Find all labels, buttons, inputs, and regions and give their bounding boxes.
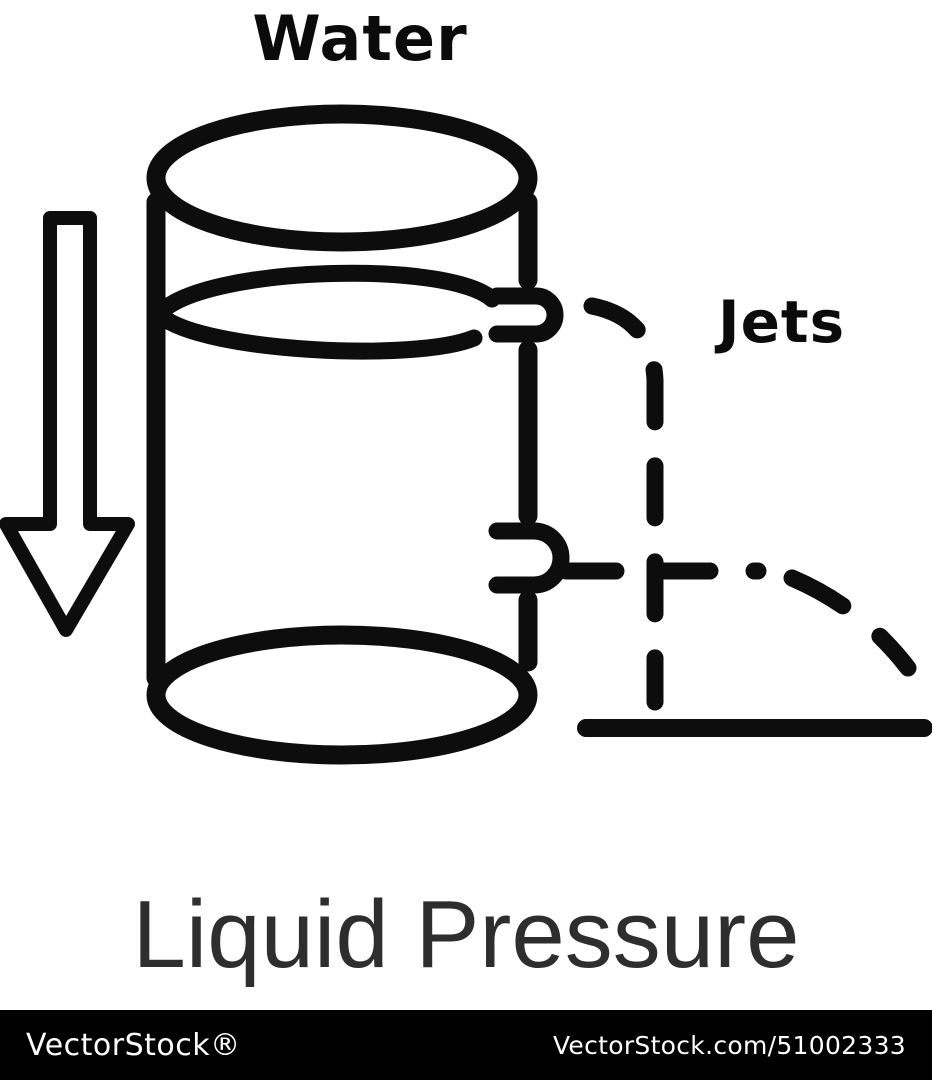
top-jet-trajectory-icon bbox=[583, 297, 664, 711]
water-cylinder-bottom-icon bbox=[146, 625, 538, 765]
bottom-nozzle-icon bbox=[488, 522, 570, 594]
page-title: Liquid Pressure bbox=[132, 881, 800, 988]
vectorstock-image-ref: VectorStock.com/51002333 bbox=[552, 1030, 906, 1060]
watermark-bar: VectorStock® VectorStock.com/51002333 bbox=[0, 1010, 932, 1080]
top-nozzle-icon bbox=[488, 287, 564, 343]
liquid-pressure-diagram bbox=[0, 104, 932, 765]
jets-label: Jets bbox=[718, 288, 846, 356]
water-cylinder-top-icon bbox=[146, 104, 538, 252]
down-arrow-icon bbox=[0, 211, 135, 637]
bottom-jet-arc-icon bbox=[783, 569, 917, 677]
water-surface-icon bbox=[152, 264, 501, 360]
vectorstock-brand: VectorStock® bbox=[26, 1027, 241, 1063]
water-label: Water bbox=[252, 2, 468, 75]
